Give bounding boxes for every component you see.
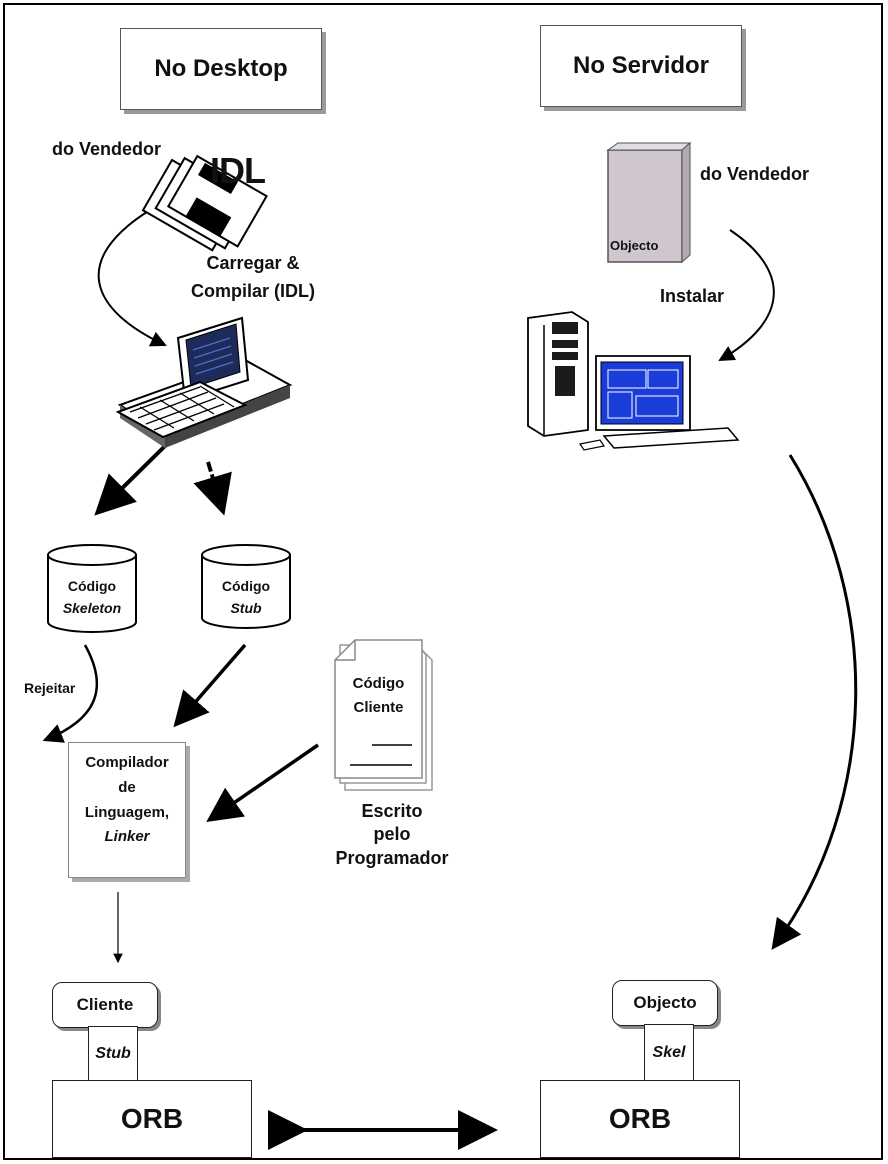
server-workstation-icon (527, 311, 740, 451)
load-compile-label: Carregar & Compilar (IDL) (178, 250, 328, 306)
server-object-box: Objecto (612, 980, 718, 1026)
skeleton-code-label: Código Skeleton (48, 575, 136, 620)
desktop-computer-icon (115, 316, 293, 448)
client-to-compiler-arrow (206, 743, 319, 822)
deploy-arrow (771, 454, 858, 950)
load-compile-line-1: Carregar & (206, 253, 300, 273)
desktop-vendor-label: do Vendedor (52, 139, 162, 159)
skeleton-code-line-1: Código (67, 578, 117, 594)
compiler-line-3: Linguagem, (84, 803, 170, 821)
skel-box: Skel (644, 1024, 694, 1082)
stub-code-cylinder (201, 544, 291, 629)
load-compile-line-2: Compilar (IDL) (191, 280, 315, 301)
install-arrow (718, 229, 775, 361)
stub-code-label: Código Stub (202, 575, 290, 620)
client-code-label: Código Cliente (335, 672, 422, 720)
client-code-line-1: Código (352, 675, 405, 692)
to-skeleton-arrow (94, 444, 167, 516)
stub-code-line-1: Código (221, 578, 271, 594)
reject-arrow (42, 644, 99, 743)
load-arrow (97, 209, 167, 347)
written-by-line-1: Escrito (361, 801, 423, 821)
skeleton-code-cylinder (47, 544, 137, 633)
floppy-disk-icon (141, 154, 268, 252)
client-box: Cliente (52, 982, 158, 1028)
server-object-icon (606, 141, 692, 264)
compiler-line-1: Compilador (85, 754, 169, 771)
written-by-line-3: Programador (335, 847, 449, 868)
compiler-line-4: Linker (104, 828, 150, 846)
to-stub-arrow (193, 461, 232, 516)
client-code-document-icon (334, 639, 433, 791)
desktop-title: No Desktop (120, 28, 322, 110)
stub-code-line-2: Stub (230, 600, 262, 617)
server-vendor-label: do Vendedor (700, 164, 810, 184)
idl-disk-label: IDL (210, 150, 266, 191)
server-orb: ORB (540, 1080, 740, 1158)
stub-box: Stub (88, 1026, 138, 1082)
client-code-line-2: Cliente (353, 699, 404, 716)
install-label: Instalar (660, 286, 725, 306)
diagram-frame (3, 3, 883, 1160)
compiler-line-2: de (118, 778, 136, 796)
desktop-orb: ORB (52, 1080, 252, 1158)
reject-label: Rejeitar (24, 680, 76, 696)
compiler-linker-box: Compilador de Linguagem, Linker (68, 742, 186, 878)
server-object-label: Objecto (610, 238, 659, 253)
written-by-label: Escrito pelo Programador (302, 800, 482, 870)
stub-to-compiler-arrow (173, 643, 247, 728)
skeleton-code-line-2: Skeleton (62, 600, 122, 617)
written-by-line-2: pelo (373, 824, 411, 845)
server-title: No Servidor (540, 25, 742, 107)
